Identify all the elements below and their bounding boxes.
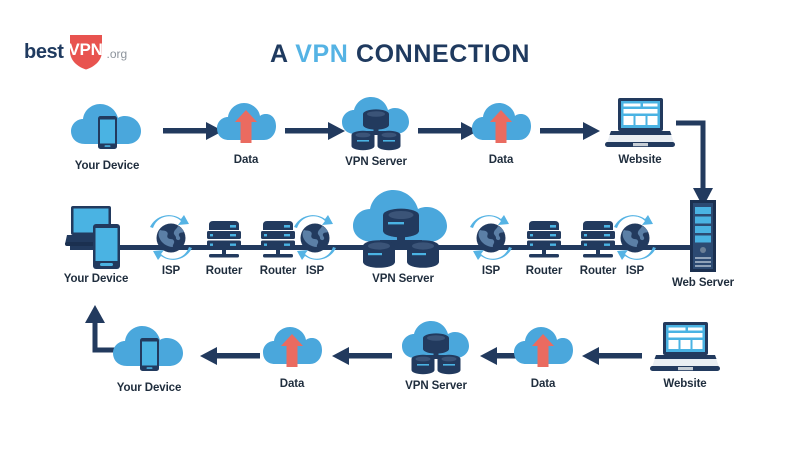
globe-sync-icon	[612, 214, 658, 262]
title-part-1: A	[269, 40, 296, 68]
bottom-node-vpn-server-label: VPN Server	[405, 380, 467, 392]
top-arrow-3	[418, 120, 480, 147]
top-node-vpn-server[interactable]: VPN Server	[333, 96, 419, 168]
bottom-node-your-device-label: Your Device	[116, 382, 182, 394]
mid-node-isp-3[interactable]: ISP	[468, 214, 514, 277]
cloud-database-icon	[399, 320, 473, 376]
mid-node-router-3-label: Router	[525, 265, 563, 277]
mid-node-vpn-server-label: VPN Server	[372, 273, 434, 285]
laptop-icon	[650, 320, 720, 374]
mid-node-your-device[interactable]: Your Device	[52, 202, 140, 285]
mid-node-router-3[interactable]: Router	[518, 216, 570, 277]
laptop-phone-icon	[65, 202, 127, 270]
top-arrow-2	[285, 120, 347, 147]
laptop-icon	[605, 96, 675, 150]
router-icon	[201, 216, 247, 262]
brand-logo[interactable]: best VPN .org	[24, 33, 127, 71]
top-node-website-label: Website	[618, 154, 662, 166]
logo-text-vpn: VPN	[68, 39, 103, 59]
title-highlight: VPN	[295, 40, 349, 68]
mid-node-router-4-label: Router	[579, 265, 617, 277]
logo-text-best: best	[24, 40, 64, 63]
cloud-uparrow-icon	[471, 100, 531, 150]
top-node-data-1[interactable]: Data	[216, 100, 276, 166]
mid-node-router-1[interactable]: Router	[198, 216, 250, 277]
mid-node-isp-4-label: ISP	[625, 265, 645, 277]
mid-node-isp-2-label: ISP	[305, 265, 325, 277]
mid-node-isp-2[interactable]: ISP	[292, 214, 338, 277]
top-node-vpn-server-label: VPN Server	[345, 156, 407, 168]
bottom-node-data-1[interactable]: Data	[262, 324, 322, 390]
router-icon	[521, 216, 567, 262]
bottom-node-website[interactable]: Website	[648, 320, 722, 390]
logo-text-org: .org	[106, 47, 128, 61]
top-node-data-1-label: Data	[233, 154, 259, 166]
mid-node-isp-1-label: ISP	[161, 265, 181, 277]
top-node-data-2-label: Data	[488, 154, 514, 166]
top-node-data-2[interactable]: Data	[471, 100, 531, 166]
globe-sync-icon	[148, 214, 194, 262]
mid-node-isp-3-label: ISP	[481, 265, 501, 277]
bottom-arrow-4	[580, 345, 642, 372]
mid-node-router-2-label: Router	[259, 265, 297, 277]
title-part-2: CONNECTION	[348, 40, 531, 68]
bottom-node-data-2[interactable]: Data	[513, 324, 573, 390]
top-node-your-device-label: Your Device	[74, 160, 140, 172]
bottom-node-data-2-label: Data	[530, 378, 556, 390]
top-arrow-1	[163, 120, 225, 147]
bottom-arrow-1	[198, 345, 260, 372]
bottom-node-data-1-label: Data	[279, 378, 305, 390]
bottom-arrow-2	[330, 345, 392, 372]
mid-node-isp-4[interactable]: ISP	[612, 214, 658, 277]
cloud-phone-icon	[69, 100, 145, 156]
top-node-your-device[interactable]: Your Device	[62, 100, 152, 172]
mid-node-web-server[interactable]: Web Server	[661, 198, 745, 289]
top-arrow-4	[540, 120, 602, 147]
mid-node-isp-1[interactable]: ISP	[148, 214, 194, 277]
mid-node-your-device-label: Your Device	[63, 273, 129, 285]
page-title: A VPN CONNECTION	[0, 40, 800, 69]
mid-node-router-1-label: Router	[205, 265, 243, 277]
globe-sync-icon	[468, 214, 514, 262]
cloud-uparrow-icon	[513, 324, 573, 374]
bottom-node-your-device[interactable]: Your Device	[104, 322, 194, 394]
cloud-uparrow-icon	[262, 324, 322, 374]
mid-node-vpn-server[interactable]: VPN Server	[348, 188, 458, 285]
shield-icon: VPN	[66, 33, 106, 71]
cloud-database-icon	[339, 96, 413, 152]
mid-node-router-2[interactable]: Router	[252, 216, 304, 277]
top-node-website[interactable]: Website	[603, 96, 677, 166]
connector-website-to-webserver	[676, 120, 726, 215]
router-icon	[255, 216, 301, 262]
mid-node-web-server-label: Web Server	[671, 277, 735, 289]
globe-sync-icon	[292, 214, 338, 262]
server-tower-icon	[681, 198, 725, 274]
bottom-node-vpn-server[interactable]: VPN Server	[393, 320, 479, 392]
bottom-node-website-label: Website	[663, 378, 707, 390]
router-icon	[575, 216, 621, 262]
cloud-uparrow-icon	[216, 100, 276, 150]
cloud-phone-icon	[111, 322, 187, 378]
mid-node-router-4[interactable]: Router	[572, 216, 624, 277]
cloud-database-large-icon	[349, 188, 457, 270]
